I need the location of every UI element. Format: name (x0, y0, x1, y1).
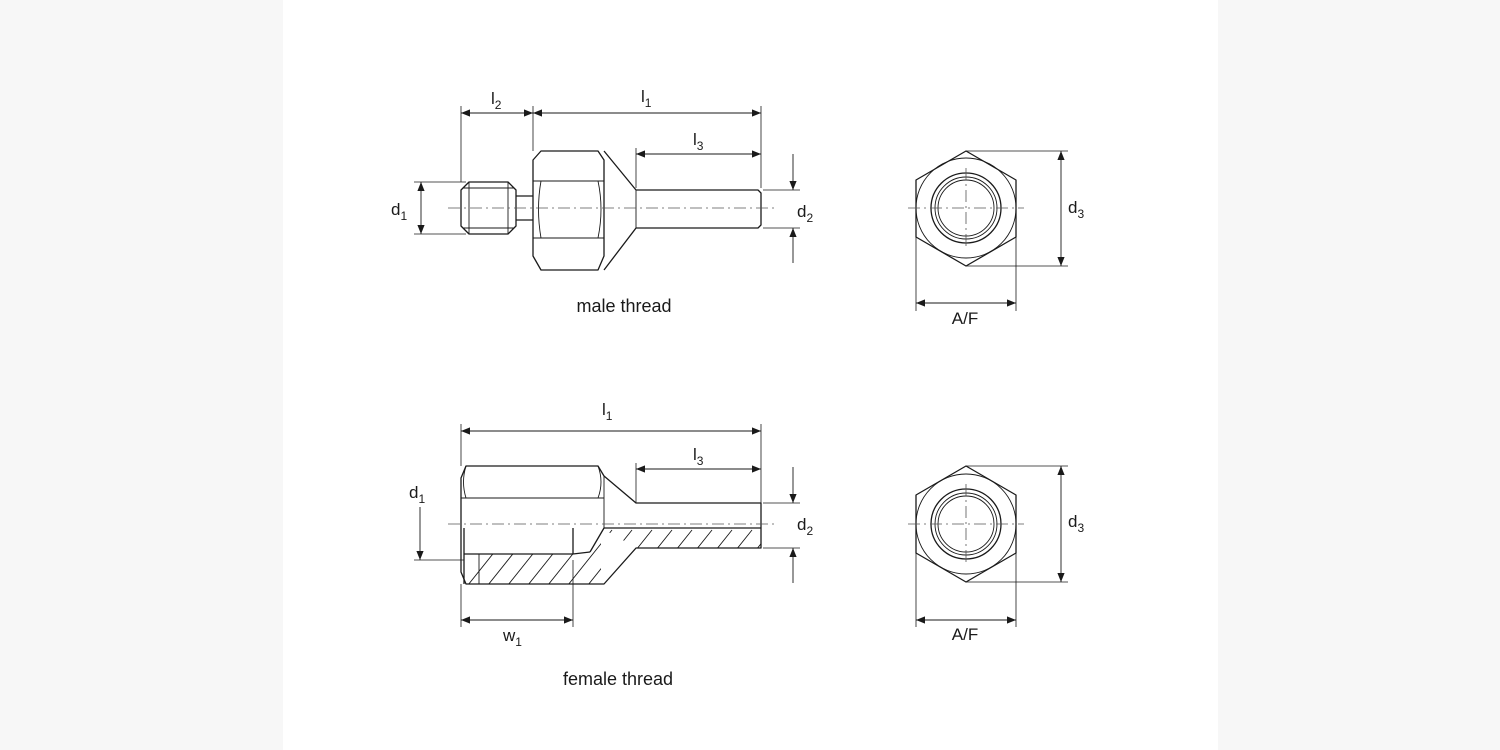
label-d2: d2 (797, 202, 813, 225)
label-d3: d3 (1068, 512, 1084, 535)
female-thread-section-view (448, 465, 778, 585)
end-view-bottom: d3 A/F (908, 465, 1084, 644)
female-dimensions: l1 l3 d1 d2 w1 (409, 400, 813, 649)
label-l1: l1 (602, 400, 613, 423)
section-hatching (464, 529, 761, 584)
caption-male-thread: male thread (576, 296, 671, 316)
label-d1: d1 (391, 200, 407, 223)
label-w1: w1 (502, 626, 522, 649)
label-d1: d1 (409, 483, 425, 506)
male-dimensions: l2 l1 l3 d1 d2 (391, 87, 813, 263)
female-body-outline (460, 465, 762, 585)
label-l3: l3 (693, 130, 704, 153)
caption-female-thread: female thread (563, 669, 673, 689)
label-l3: l3 (693, 445, 704, 468)
label-d3: d3 (1068, 198, 1084, 221)
male-thread-side-view (448, 150, 778, 271)
end-view-top: d3 A/F (908, 150, 1084, 328)
label-l1: l1 (641, 87, 652, 110)
label-d2: d2 (797, 515, 813, 538)
tapered-shank (603, 150, 762, 271)
label-l2: l2 (491, 89, 502, 112)
label-af: A/F (952, 625, 978, 644)
drawing-sheet (283, 0, 1218, 750)
hex-body (532, 150, 605, 271)
label-af: A/F (952, 309, 978, 328)
